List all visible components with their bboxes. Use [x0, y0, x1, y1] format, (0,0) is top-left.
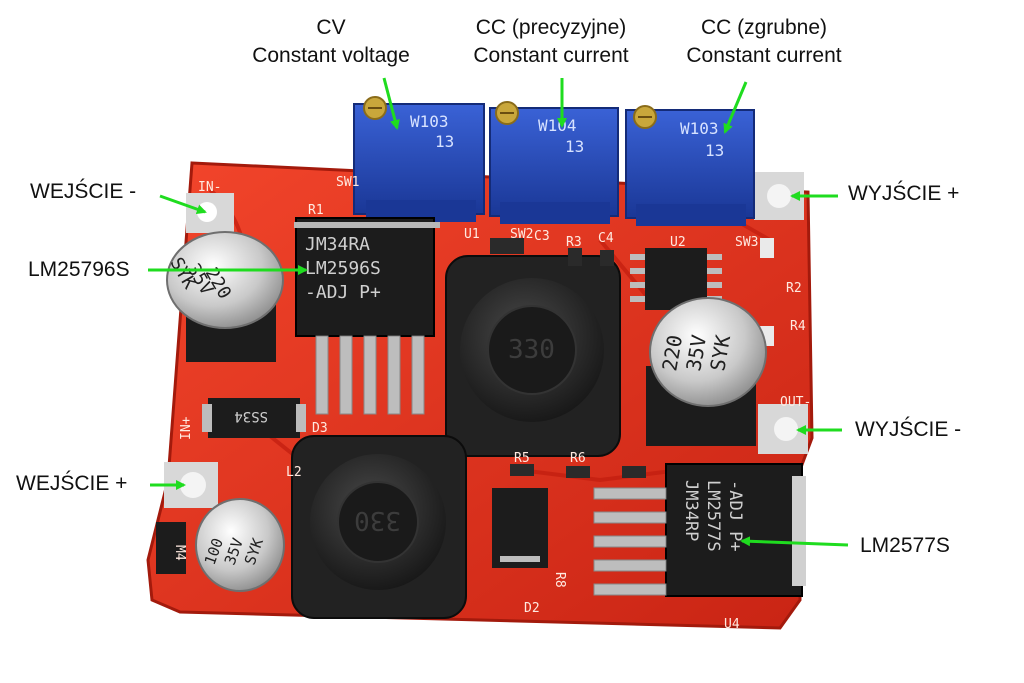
label-cc-fine-line1: CC (precyzyjne): [475, 16, 627, 39]
silk-u4: U4: [724, 617, 740, 632]
pot-right-marking-1: W103: [680, 119, 719, 138]
arrow-input-minus: [159, 194, 207, 215]
capacitor-right: 220 35V SYK: [646, 297, 767, 446]
silk-r4: R4: [790, 319, 806, 334]
silk-c3: C3: [534, 229, 550, 244]
label-cc-coarse-line2: Constant current: [686, 44, 842, 67]
label-lm2596: LM25796S: [28, 258, 130, 281]
pot-mid-marking-1: W104: [538, 116, 577, 135]
capacitor-small: 100 35V SYK: [156, 498, 285, 592]
potentiometer-right: W103 13: [625, 105, 755, 226]
silk-in-minus: IN-: [198, 180, 221, 195]
label-cv-line1: CV: [316, 16, 346, 39]
label-cc-fine: CC (precyzyjne) Constant current: [440, 14, 662, 70]
potentiometer-left: W103 13: [353, 96, 485, 222]
label-cc-coarse: CC (zgrubne) Constant current: [654, 14, 874, 70]
label-cv-line2: Constant voltage: [252, 44, 410, 67]
silk-l2: L2: [286, 465, 302, 480]
silk-sw2: SW2: [510, 227, 533, 242]
ic-right-marking-2: LM2577S: [703, 480, 723, 552]
label-lm2577: LM2577S: [860, 534, 950, 557]
label-cc-fine-line2: Constant current: [473, 44, 629, 67]
silk-c4: C4: [598, 231, 614, 246]
inductor-bottom-marking: 330: [354, 505, 401, 535]
label-cc-coarse-line1: CC (zgrubne): [700, 16, 828, 39]
arrow-cc-coarse: [723, 81, 748, 134]
silk-r8: R8: [552, 572, 567, 588]
silk-sw1: SW1: [336, 175, 359, 190]
silk-r2: R2: [786, 281, 802, 296]
silk-d3: D3: [312, 421, 328, 436]
ic-lm2596: JM34RA LM2596S -ADJ P+: [294, 217, 440, 415]
inductor-bottom: 330: [291, 435, 467, 619]
smd-components: [490, 238, 774, 478]
silk-u2: U2: [670, 235, 686, 250]
pot-left-marking-1: W103: [410, 112, 449, 131]
ic-left-marking-3: -ADJ P+: [305, 282, 381, 303]
inductor-top-marking: 330: [508, 335, 555, 365]
ic-left-marking-1: JM34RA: [305, 234, 370, 255]
potentiometer-middle: W104 13: [489, 101, 619, 224]
ic-lm2577: JM34RP LM2577S -ADJ P+: [593, 463, 806, 597]
ic-right-marking-1: JM34RP: [681, 480, 701, 541]
silk-u1: U1: [464, 227, 480, 242]
label-input-minus: WEJŚCIE -: [30, 180, 137, 203]
silk-sw3: SW3: [735, 235, 758, 250]
silk-out-minus: OUT-: [780, 395, 811, 410]
ic-left-marking-2: LM2596S: [305, 258, 381, 279]
label-output-minus: WYJŚCIE -: [855, 418, 962, 441]
silk-in-plus: IN+: [179, 416, 194, 440]
arrow-lm2577: [740, 536, 849, 547]
pot-left-marking-2: 13: [435, 132, 454, 151]
silkscreen: IN- IN+ SW1 SW2 SW3 R1 R2 R3 R4 R5 R6 R8…: [172, 175, 811, 632]
diode-marking: SS34: [234, 408, 268, 424]
smd-diode-d2: [492, 488, 548, 568]
silk-r6: R6: [570, 451, 586, 466]
label-output-plus: WYJŚCIE +: [848, 182, 960, 205]
silk-r3: R3: [566, 235, 582, 250]
ic-right-marking-3: -ADJ P+: [725, 480, 745, 552]
silk-r5: R5: [514, 451, 530, 466]
label-input-plus: WEJŚCIE +: [16, 472, 128, 495]
silk-r1: R1: [308, 203, 324, 218]
inductor-top: 330: [445, 255, 621, 457]
label-cv: CV Constant voltage: [216, 14, 446, 70]
arrow-cv: [382, 77, 400, 130]
silk-d2: D2: [524, 601, 540, 616]
silk-m4: M4: [172, 545, 187, 561]
annotation-arrows: [148, 77, 849, 547]
pot-right-marking-2: 13: [705, 141, 724, 160]
diode-ss34: SS34: [202, 398, 306, 438]
pot-mid-marking-2: 13: [565, 137, 584, 156]
